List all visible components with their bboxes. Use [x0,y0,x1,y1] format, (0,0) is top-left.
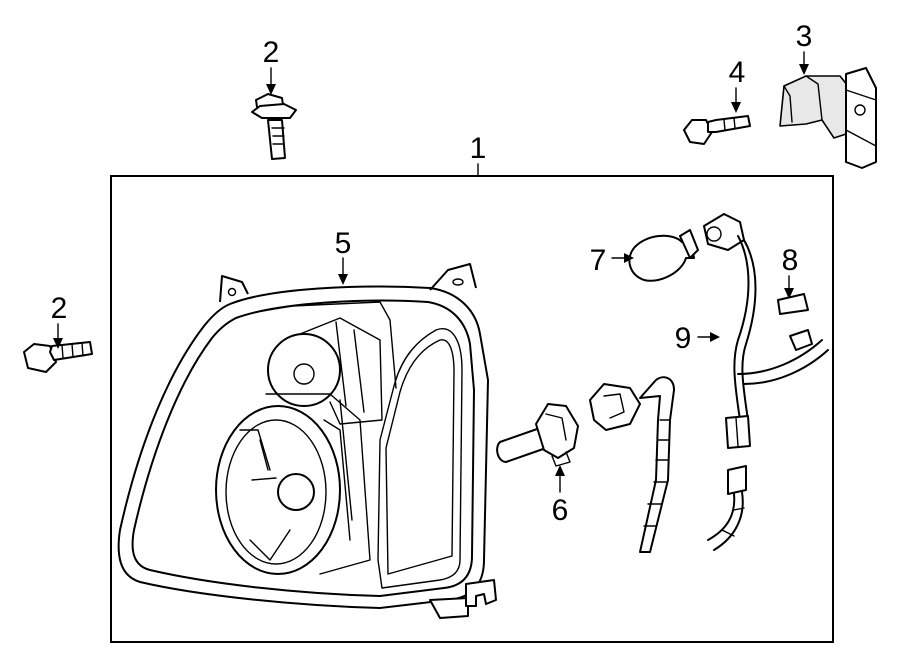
callout-3: 3 [796,20,813,75]
callout-5: 5 [335,227,352,285]
assembly-frame [110,175,834,643]
callout-8-label: 8 [782,244,799,277]
high-beam-bulb[interactable] [496,403,579,467]
callout-9-label: 9 [675,322,692,355]
callout-2-top-label: 2 [263,36,280,69]
callout-4: 4 [729,56,746,113]
callout-4-label: 4 [729,56,746,89]
callout-1: 1 [470,132,487,177]
callout-3-label: 3 [796,20,813,53]
headlamp-lens[interactable] [117,263,497,619]
callout-6-label: 6 [552,494,569,527]
wiring-harness[interactable] [703,213,829,551]
callout-9: 9 [675,322,720,355]
callout-2-left-label: 2 [51,292,68,325]
callout-1-label: 1 [470,132,487,165]
callout-7-label: 7 [590,244,607,277]
bolt-left[interactable] [23,341,93,373]
screw[interactable] [683,115,751,145]
park-bulb[interactable] [628,229,699,282]
bulb-socket-harness[interactable] [589,376,675,553]
bolt-top[interactable] [251,93,297,160]
callout-7: 7 [590,244,634,277]
callout-2-top: 2 [263,36,280,95]
retainer: 8 [782,244,799,299]
callout-6: 6 [552,465,569,527]
bracket[interactable] [779,67,877,169]
callout-5-label: 5 [335,227,352,260]
callout-2-left: 2 [51,292,68,349]
